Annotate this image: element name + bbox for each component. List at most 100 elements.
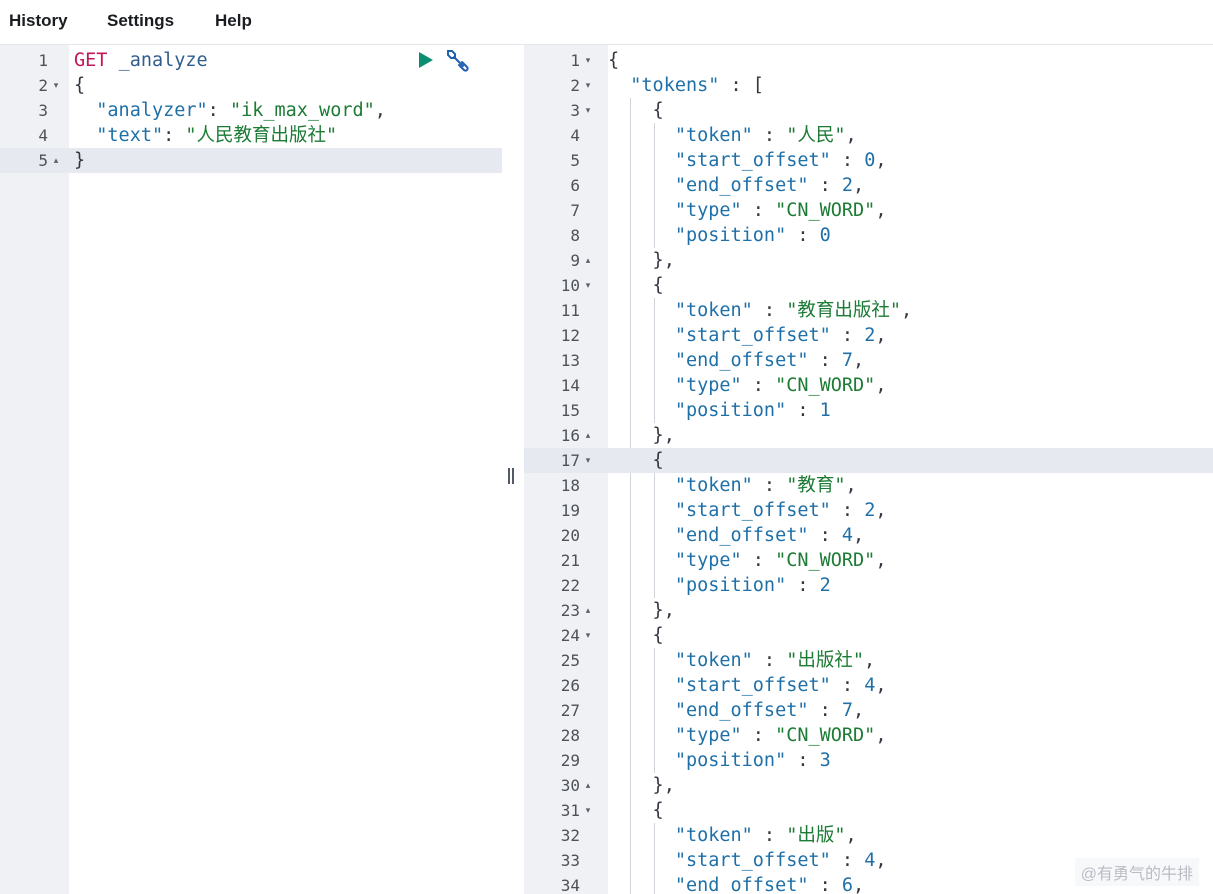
code-token: {	[608, 275, 664, 296]
response-code-line[interactable]: "start_offset" : 4,	[608, 673, 887, 698]
code-token	[608, 525, 675, 546]
response-code-line[interactable]: "start_offset" : 2,	[608, 498, 887, 523]
response-line-number: 7	[570, 201, 580, 220]
response-code-line[interactable]: {	[608, 448, 664, 473]
request-code-line[interactable]: {	[74, 73, 85, 98]
code-token	[74, 100, 96, 121]
code-token	[608, 75, 630, 96]
code-token: },	[608, 250, 675, 271]
fold-collapse-icon[interactable]: ▾	[585, 455, 591, 465]
response-code-line[interactable]: {	[608, 48, 619, 73]
response-code-line[interactable]: "type" : "CN_WORD",	[608, 548, 887, 573]
code-token: ,	[875, 200, 887, 221]
pane-resize-handle[interactable]	[508, 468, 516, 486]
fold-expand-icon[interactable]: ▴	[585, 430, 591, 440]
code-token: :	[808, 875, 842, 894]
code-token: ,	[875, 850, 887, 871]
response-code-line[interactable]: },	[608, 248, 675, 273]
fold-collapse-icon[interactable]: ▾	[585, 105, 591, 115]
code-token	[608, 650, 675, 671]
response-code-line[interactable]: "position" : 2	[608, 573, 831, 598]
fold-expand-icon[interactable]: ▴	[585, 780, 591, 790]
response-line-number: 3	[570, 101, 580, 120]
code-token: :	[752, 300, 787, 321]
history-menu[interactable]: History	[9, 11, 68, 30]
response-code-line[interactable]: "type" : "CN_WORD",	[608, 198, 887, 223]
response-code-line[interactable]: "position" : 1	[608, 398, 831, 423]
code-token: ,	[374, 100, 386, 121]
code-token: "CN_WORD"	[775, 200, 876, 221]
code-token: "position"	[674, 225, 787, 246]
response-code-line[interactable]: "end_offset" : 6,	[608, 873, 864, 894]
response-code-line[interactable]: },	[608, 773, 675, 798]
request-code-line[interactable]: }	[74, 148, 85, 173]
response-code-line[interactable]: "end_offset" : 7,	[608, 348, 864, 373]
response-line-number: 32	[560, 826, 580, 845]
fold-collapse-icon[interactable]: ▾	[585, 805, 591, 815]
code-token: :	[752, 125, 787, 146]
fold-collapse-icon[interactable]: ▾	[585, 80, 591, 90]
response-code-line[interactable]: "token" : "人民",	[608, 123, 857, 148]
response-code-line[interactable]: "token" : "出版",	[608, 823, 857, 848]
response-code-line[interactable]: "end_offset" : 7,	[608, 698, 864, 723]
response-code-line[interactable]: "position" : 0	[608, 223, 831, 248]
response-line-number: 16	[560, 426, 580, 445]
response-line-number: 1	[570, 51, 580, 70]
fold-collapse-icon[interactable]: ▾	[585, 280, 591, 290]
code-token: ,	[845, 125, 857, 146]
fold-expand-icon[interactable]: ▴	[585, 255, 591, 265]
response-code-line[interactable]: "end_offset" : 4,	[608, 523, 864, 548]
code-token: "CN_WORD"	[775, 725, 876, 746]
response-code-line[interactable]: },	[608, 598, 675, 623]
response-code-line[interactable]: {	[608, 273, 664, 298]
code-token: 7	[841, 700, 854, 721]
response-line-number: 13	[560, 351, 580, 370]
code-token: 0	[819, 225, 831, 246]
request-code-line[interactable]: "analyzer": "ik_max_word",	[74, 98, 386, 123]
code-token: "start_offset"	[674, 150, 831, 171]
response-line-number: 34	[560, 876, 580, 894]
code-token	[608, 500, 675, 521]
fold-expand-icon[interactable]: ▴	[53, 155, 59, 165]
response-code-line[interactable]: "token" : "教育出版社",	[608, 298, 912, 323]
response-code-line[interactable]: "start_offset" : 0,	[608, 148, 887, 173]
response-code-line[interactable]: {	[608, 623, 664, 648]
response-code-line[interactable]: "tokens" : [	[608, 73, 764, 98]
response-code-line[interactable]: "token" : "出版社",	[608, 648, 875, 673]
fold-collapse-icon[interactable]: ▾	[585, 630, 591, 640]
response-code-line[interactable]: "end_offset" : 2,	[608, 173, 864, 198]
help-menu[interactable]: Help	[215, 11, 252, 30]
code-token: : [	[719, 75, 764, 96]
wrench-icon[interactable]	[443, 46, 471, 74]
response-code-line[interactable]: "position" : 3	[608, 748, 831, 773]
response-line-number: 27	[560, 701, 580, 720]
response-code-line[interactable]: "type" : "CN_WORD",	[608, 723, 887, 748]
code-token: :	[830, 675, 865, 696]
request-code-line[interactable]: "text": "人民教育出版社"	[74, 123, 337, 148]
fold-collapse-icon[interactable]: ▾	[53, 80, 59, 90]
response-line-number: 11	[560, 301, 580, 320]
code-token	[608, 325, 675, 346]
settings-menu[interactable]: Settings	[107, 11, 175, 30]
response-code-line[interactable]: {	[608, 98, 664, 123]
fold-expand-icon[interactable]: ▴	[585, 605, 591, 615]
response-code-line[interactable]: "type" : "CN_WORD",	[608, 373, 887, 398]
request-code-line[interactable]: GET _analyze	[74, 48, 208, 73]
response-code-line[interactable]: "start_offset" : 2,	[608, 323, 887, 348]
response-code-line[interactable]: "start_offset" : 4,	[608, 848, 887, 873]
response-active-line-highlight	[524, 448, 1213, 473]
code-token: "type"	[674, 550, 742, 571]
response-viewer[interactable]: 1▾{2▾ "tokens" : [3▾ {4 "token" : "人民",5…	[524, 45, 1213, 894]
code-token: :	[752, 650, 787, 671]
fold-collapse-icon[interactable]: ▾	[585, 55, 591, 65]
code-token: "position"	[674, 575, 787, 596]
response-code-line[interactable]: "token" : "教育",	[608, 473, 857, 498]
code-token: :	[752, 825, 787, 846]
response-code-line[interactable]: {	[608, 798, 664, 823]
play-icon[interactable]	[417, 50, 435, 70]
response-code-line[interactable]: },	[608, 423, 675, 448]
request-line-number: 2	[38, 76, 48, 95]
code-token: },	[608, 425, 675, 446]
request-line-number: 5	[38, 151, 48, 170]
